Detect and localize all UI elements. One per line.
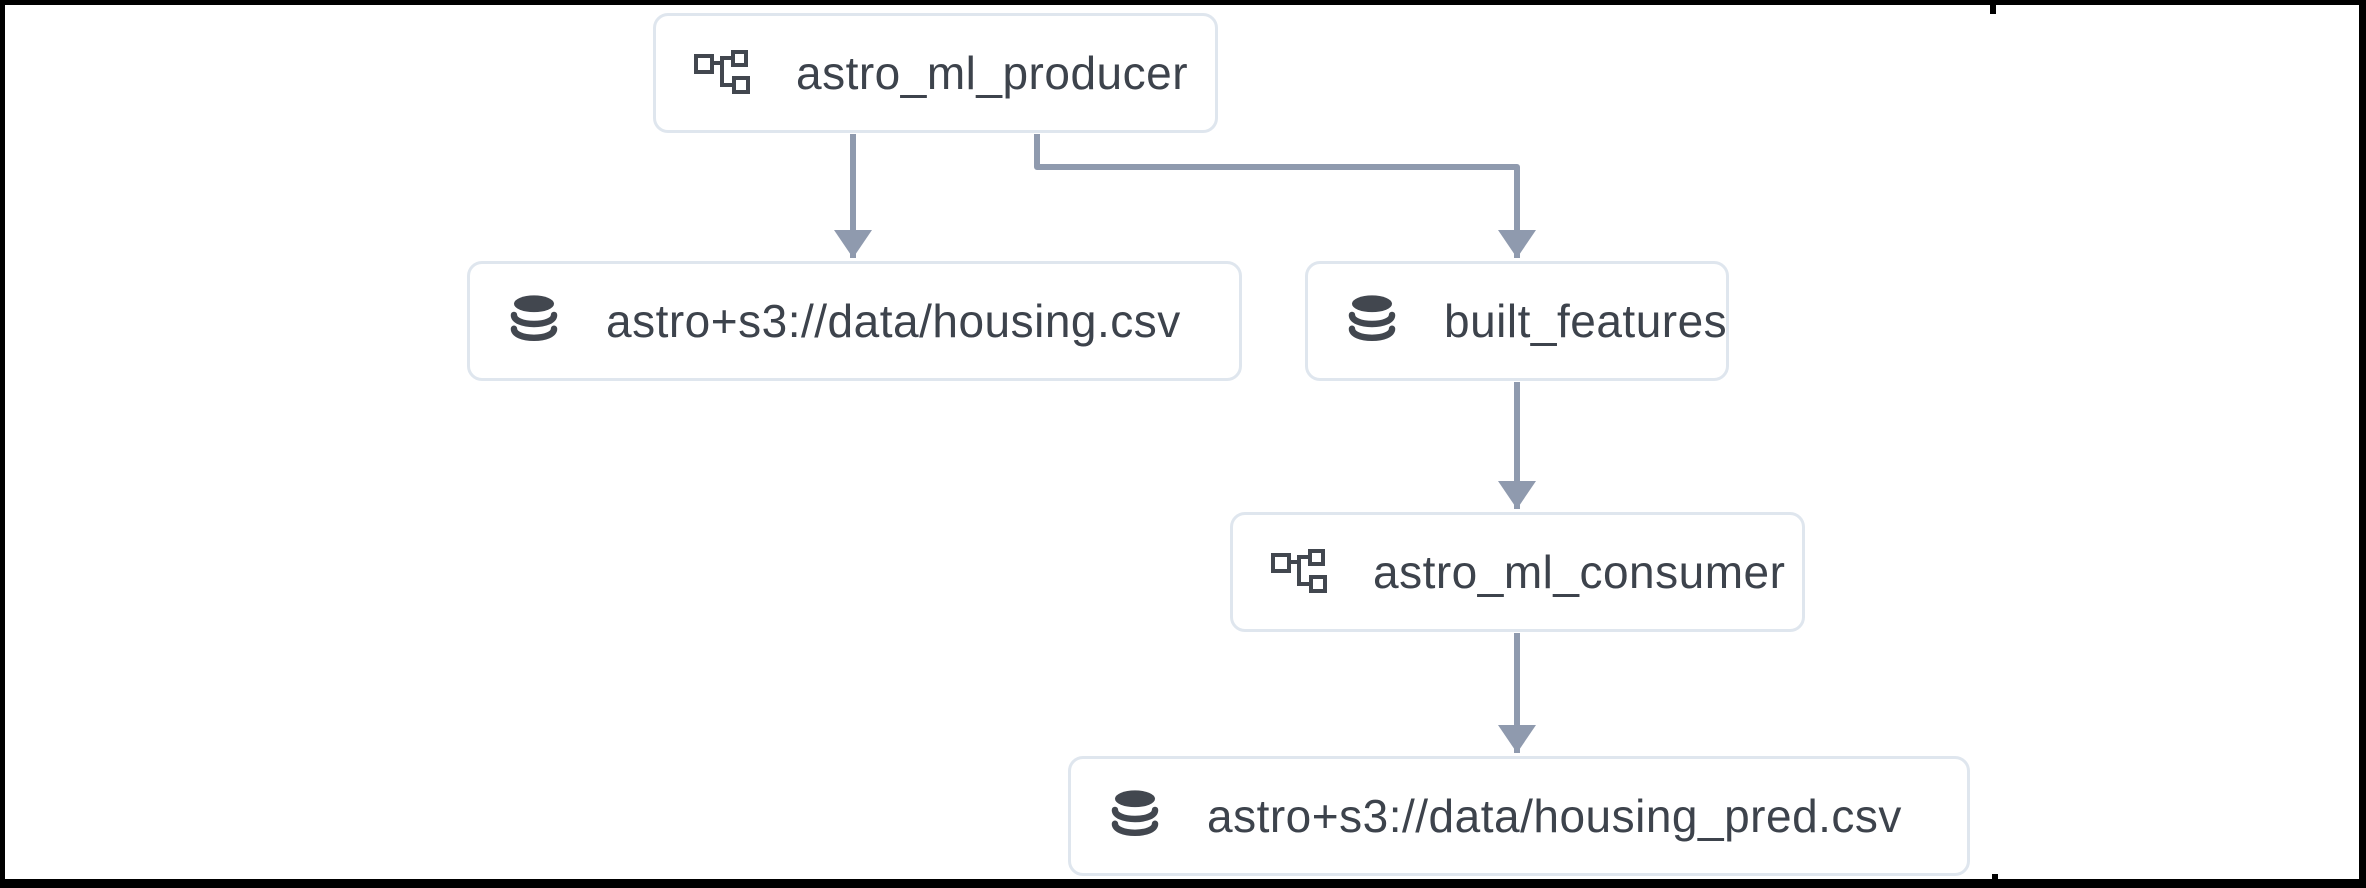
database-icon [508,293,560,349]
node-housing-csv[interactable]: astro+s3://data/housing.csv [467,261,1242,381]
node-label: astro_ml_producer [796,47,1189,99]
node-label: astro+s3://data/housing_pred.csv [1207,790,1902,842]
database-icon [1109,788,1161,844]
edge-astro_ml_producer-to-built_features [1034,134,1536,258]
frame-notch-top [1990,0,1996,14]
dag-icon [694,50,750,96]
node-label: astro+s3://data/housing.csv [606,295,1181,347]
node-label: astro_ml_consumer [1373,546,1786,598]
dag-icon [1271,549,1327,595]
node-built-features[interactable]: built_features [1305,261,1729,381]
database-icon [1346,293,1398,349]
node-housing-pred-csv[interactable]: astro+s3://data/housing_pred.csv [1068,756,1970,876]
node-astro-ml-consumer[interactable]: astro_ml_consumer [1230,512,1805,632]
frame-notch-bottom [1992,874,1998,888]
node-label: built_features [1444,295,1728,347]
node-astro-ml-producer[interactable]: astro_ml_producer [653,13,1218,133]
